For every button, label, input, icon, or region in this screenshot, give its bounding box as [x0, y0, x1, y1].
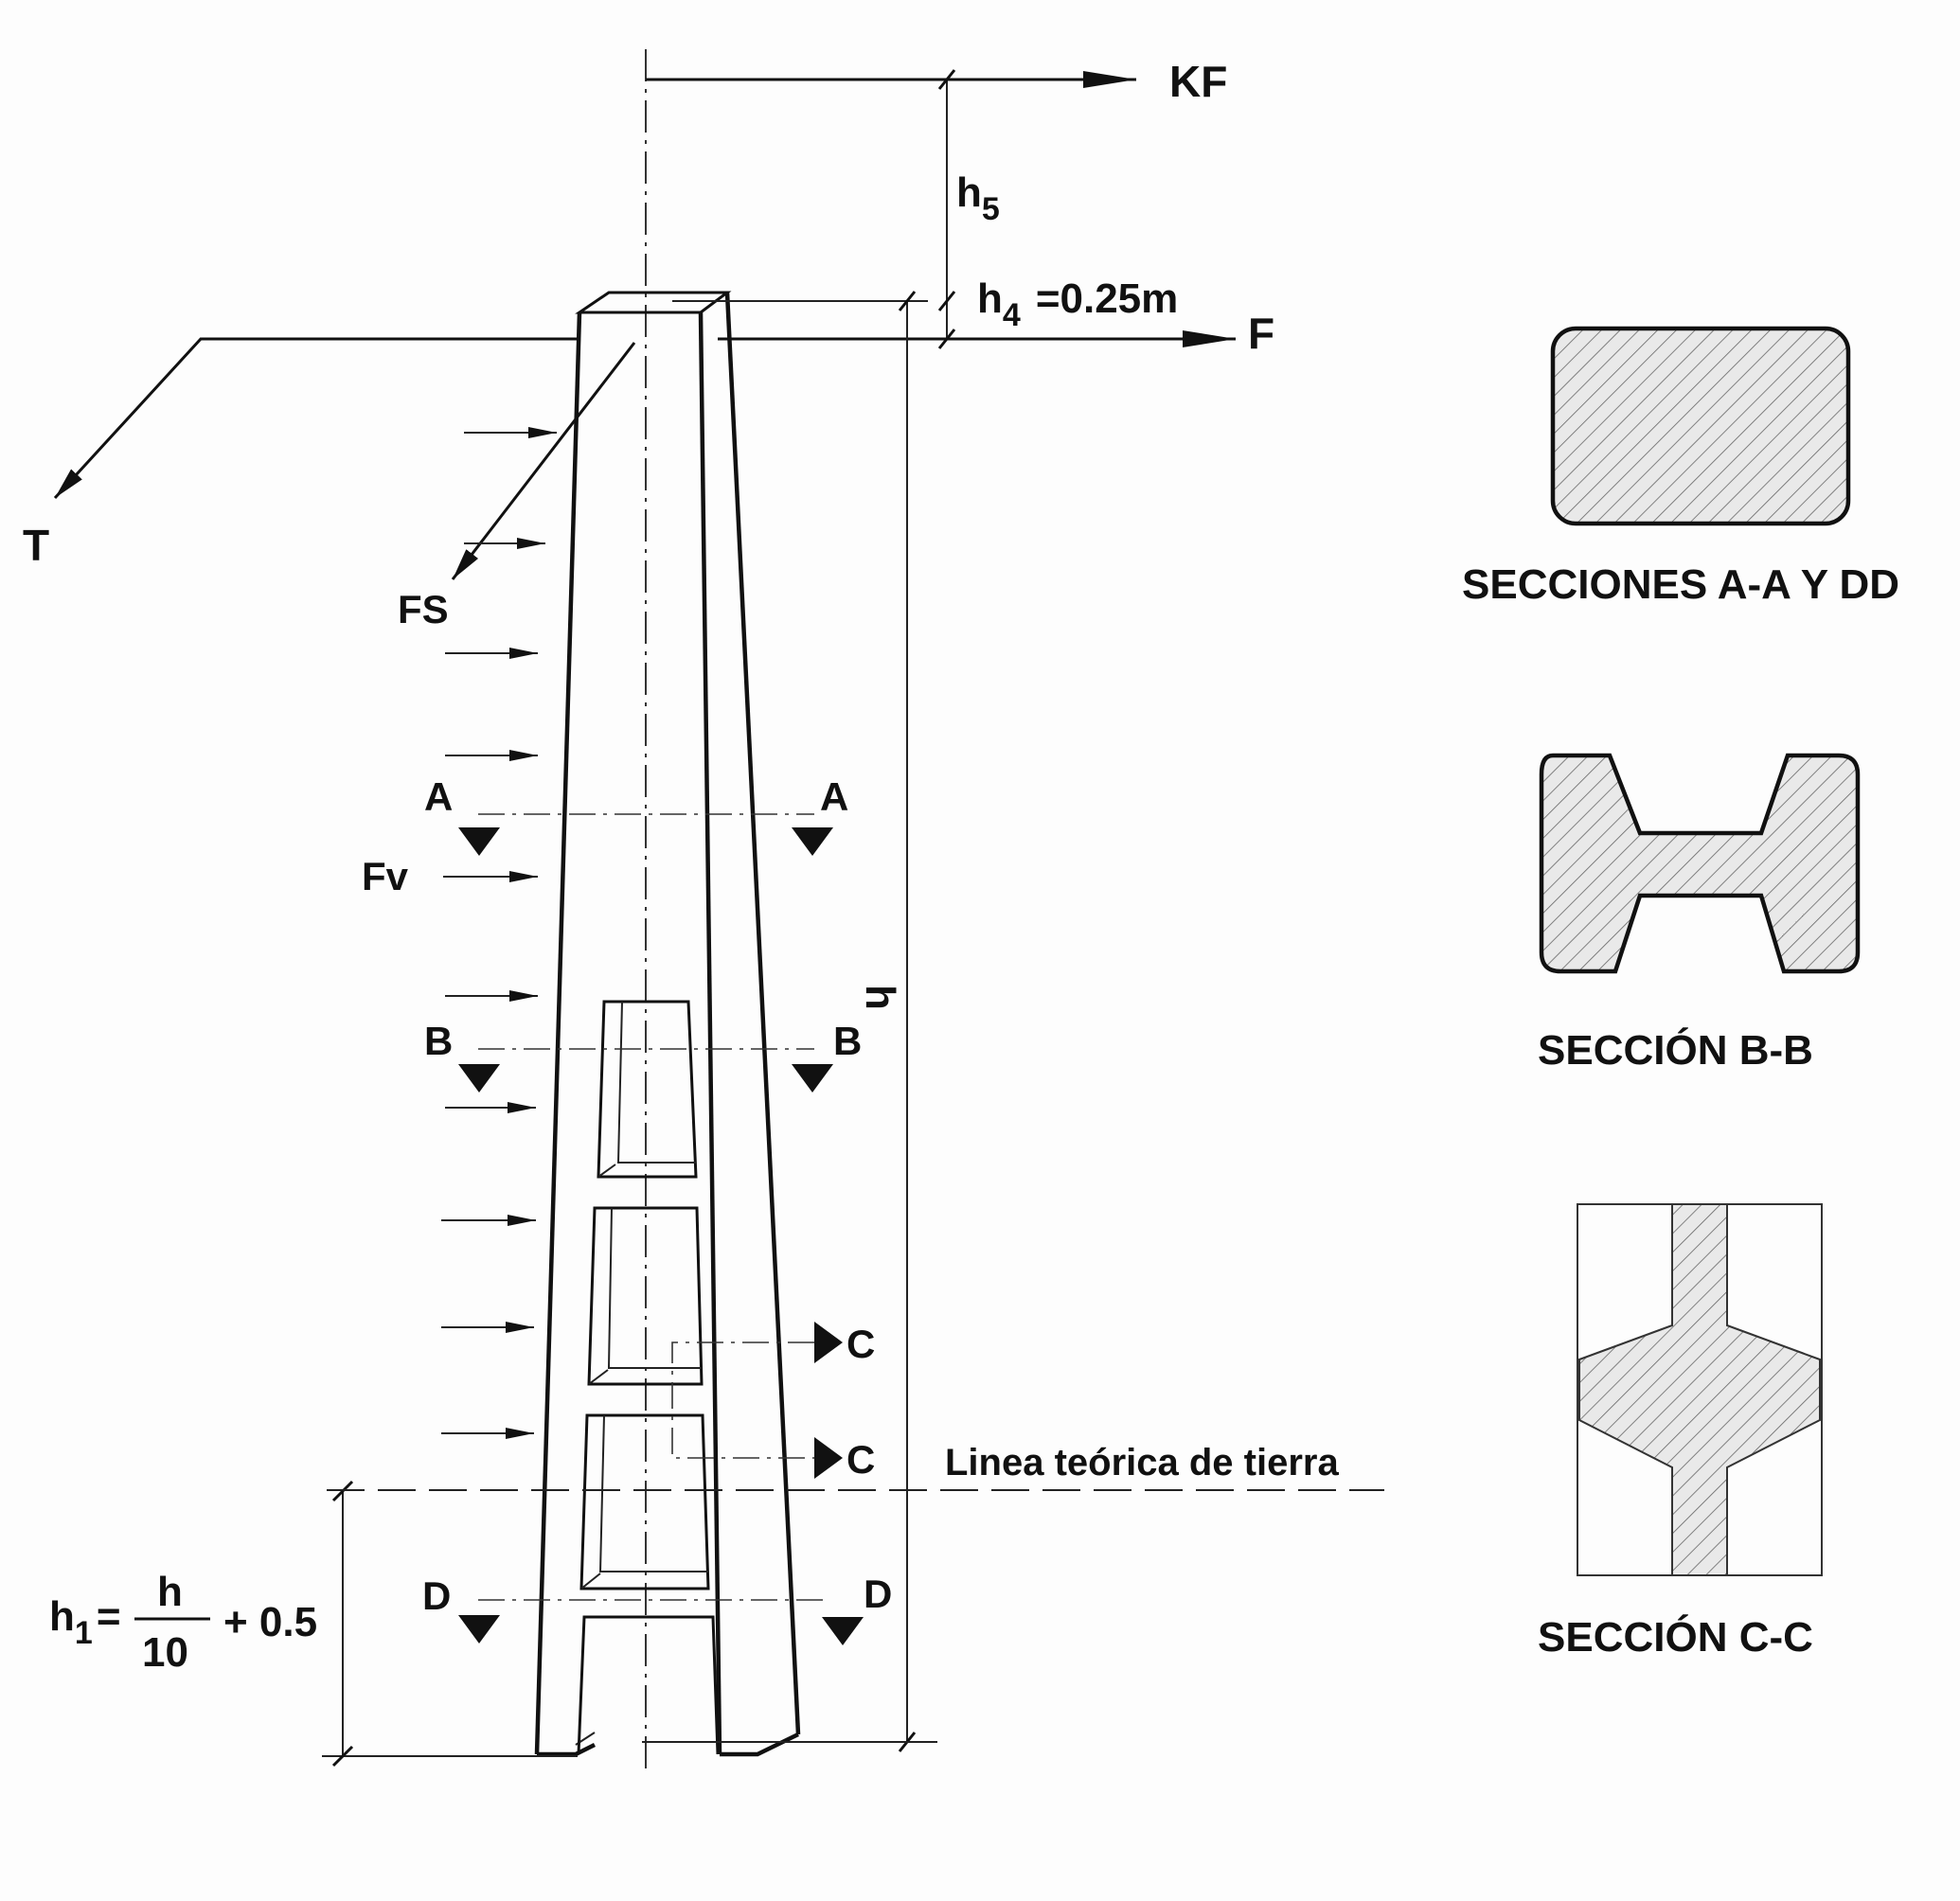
section-triangle: [792, 1064, 833, 1093]
fs-label: FS: [398, 587, 449, 631]
section-triangle: [792, 827, 833, 856]
pole-bottom-right-foot: [720, 1732, 799, 1757]
section-mark-b-left: B: [424, 1019, 453, 1063]
pole-left-edge: [534, 311, 582, 1755]
fs-arrow: [451, 342, 636, 580]
section-mark-d-left: D: [422, 1573, 451, 1618]
section-triangle: [458, 827, 500, 856]
pole-elevation: [478, 49, 829, 1776]
section-triangle: [458, 1615, 500, 1643]
section-mark-c-upper: C: [846, 1322, 875, 1366]
h-label: h: [857, 985, 903, 1010]
section-triangle: [458, 1064, 500, 1093]
f-label: F: [1248, 309, 1274, 358]
pole-opening-1: [597, 1000, 698, 1179]
pole-back-right-edge: [724, 292, 801, 1735]
dim-tick: [898, 291, 917, 311]
forces: KF F T FS Fv: [23, 57, 1274, 1439]
h5-label: h5: [956, 169, 1000, 227]
fv-label: Fv: [362, 854, 409, 898]
cut-line-c: [671, 1341, 814, 1459]
section-bb: SECCIÓN B-B: [1538, 753, 1861, 1074]
pole-opening-2: [587, 1206, 704, 1386]
section-mark-b-right: B: [833, 1019, 862, 1063]
ground-line-label: Linea teórica de tierra: [945, 1442, 1339, 1483]
t-label: T: [23, 521, 49, 570]
section-cc-caption: SECCIÓN C-C: [1538, 1613, 1813, 1661]
svg-text:h1=: h1=: [49, 1593, 121, 1651]
section-bb-shape: [1539, 753, 1861, 974]
section-cc-shape: [1578, 1203, 1821, 1576]
section-mark-a-left: A: [424, 774, 453, 819]
h4-label: h4=0.25m: [977, 275, 1178, 333]
section-aa-dd-shape: [1550, 326, 1851, 526]
section-triangle: [814, 1437, 843, 1479]
dim-tick: [937, 329, 956, 349]
svg-text:h: h: [157, 1569, 183, 1615]
svg-text:10: 10: [142, 1629, 188, 1676]
section-aa-dd: SECCIONES A-A Y DD: [1462, 326, 1899, 608]
section-markers: A A B B C C D D: [422, 774, 892, 1645]
pole-opening-3: [579, 1413, 710, 1590]
pole-front-right-edge: [698, 311, 722, 1755]
dim-tick: [331, 1745, 354, 1768]
section-mark-a-right: A: [820, 774, 848, 819]
pole-top-cap: [575, 291, 732, 314]
section-cc: SECCIÓN C-C: [1538, 1203, 1823, 1661]
dim-tick: [937, 291, 956, 311]
section-mark-c-lower: C: [846, 1437, 875, 1482]
dim-tick: [937, 69, 956, 90]
pole-bottom-left-foot: [537, 1742, 597, 1757]
dimensions: h5 h4=0.25m h h1= h 10 + 0.5: [49, 69, 1178, 1768]
pole-base-opening: [577, 1615, 720, 1755]
section-triangle: [814, 1322, 843, 1363]
kf-label: KF: [1169, 57, 1227, 106]
section-triangle: [822, 1617, 864, 1645]
section-bb-caption: SECCIÓN B-B: [1538, 1026, 1813, 1074]
fv-arrows: [441, 427, 557, 1439]
t-arrow: [53, 337, 579, 500]
h1-formula: h1= h 10 + 0.5: [49, 1569, 317, 1676]
section-aa-dd-caption: SECCIONES A-A Y DD: [1462, 561, 1899, 608]
svg-text:+ 0.5: + 0.5: [223, 1599, 317, 1645]
section-mark-d-right: D: [864, 1572, 892, 1616]
ground-line-group: Linea teórica de tierra: [327, 1442, 1384, 1491]
